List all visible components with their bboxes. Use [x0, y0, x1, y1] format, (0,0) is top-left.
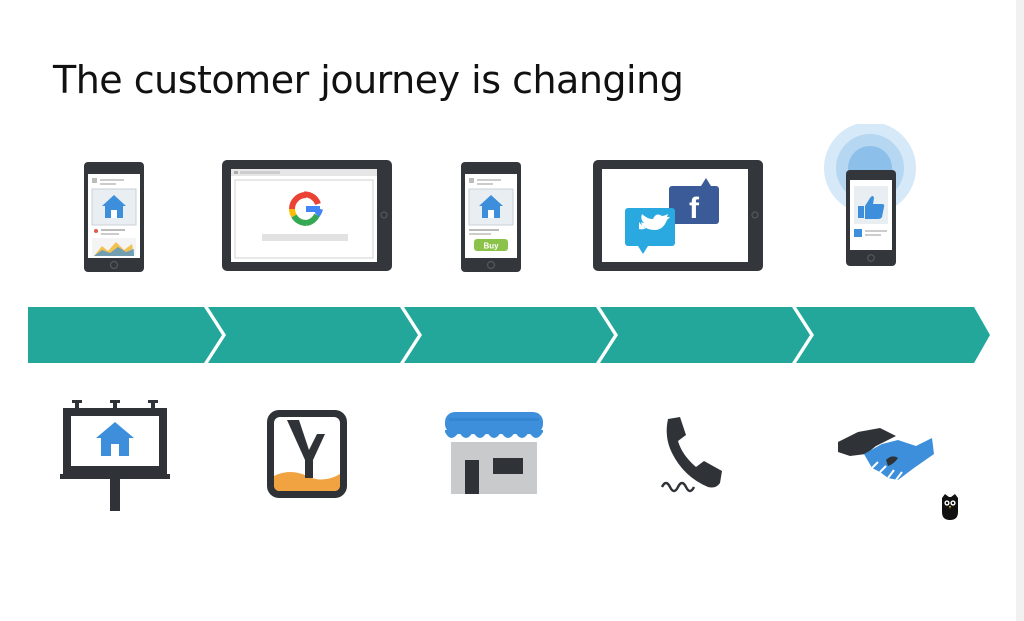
stage-chevron-evaluation: [208, 307, 418, 363]
billboard-icon: [60, 400, 170, 511]
handshake-icon: [838, 428, 934, 481]
stage-label-advocacy: Advocacy: [850, 18, 932, 37]
tablet-google-search-icon: [222, 160, 392, 271]
tablet-social-media-icon: f: [593, 160, 763, 271]
yellow-pages-icon: [267, 410, 347, 498]
stage-chevron-awareness: [28, 307, 222, 363]
telephone-icon: [660, 417, 722, 493]
facebook-letter: f: [689, 192, 700, 225]
stage-label-selection: Selection: [467, 18, 543, 37]
stage-label-evaluation: Evaluation: [268, 18, 354, 37]
stage-chevron-engagement: [600, 307, 810, 363]
phone-like-icon: [824, 124, 916, 266]
stage-chevron-advocacy: [796, 307, 990, 363]
stage-label-engagement: Engagement: [649, 18, 753, 37]
slide-title: The customer journey is changing: [53, 58, 684, 102]
stage-label-awareness: Awareness: [75, 18, 165, 37]
journey-stage-band: [28, 307, 990, 363]
buy-button-label: Buy: [483, 242, 499, 251]
buy-button-graphic: [474, 239, 508, 251]
stage-chevron-selection: [404, 307, 614, 363]
storefront-icon: [445, 412, 543, 494]
slide-edge: [1016, 0, 1024, 621]
phone-house-listing-icon: [84, 162, 144, 272]
phone-buy-button-icon: Buy: [461, 162, 521, 272]
owl-logo-icon: [942, 494, 958, 520]
